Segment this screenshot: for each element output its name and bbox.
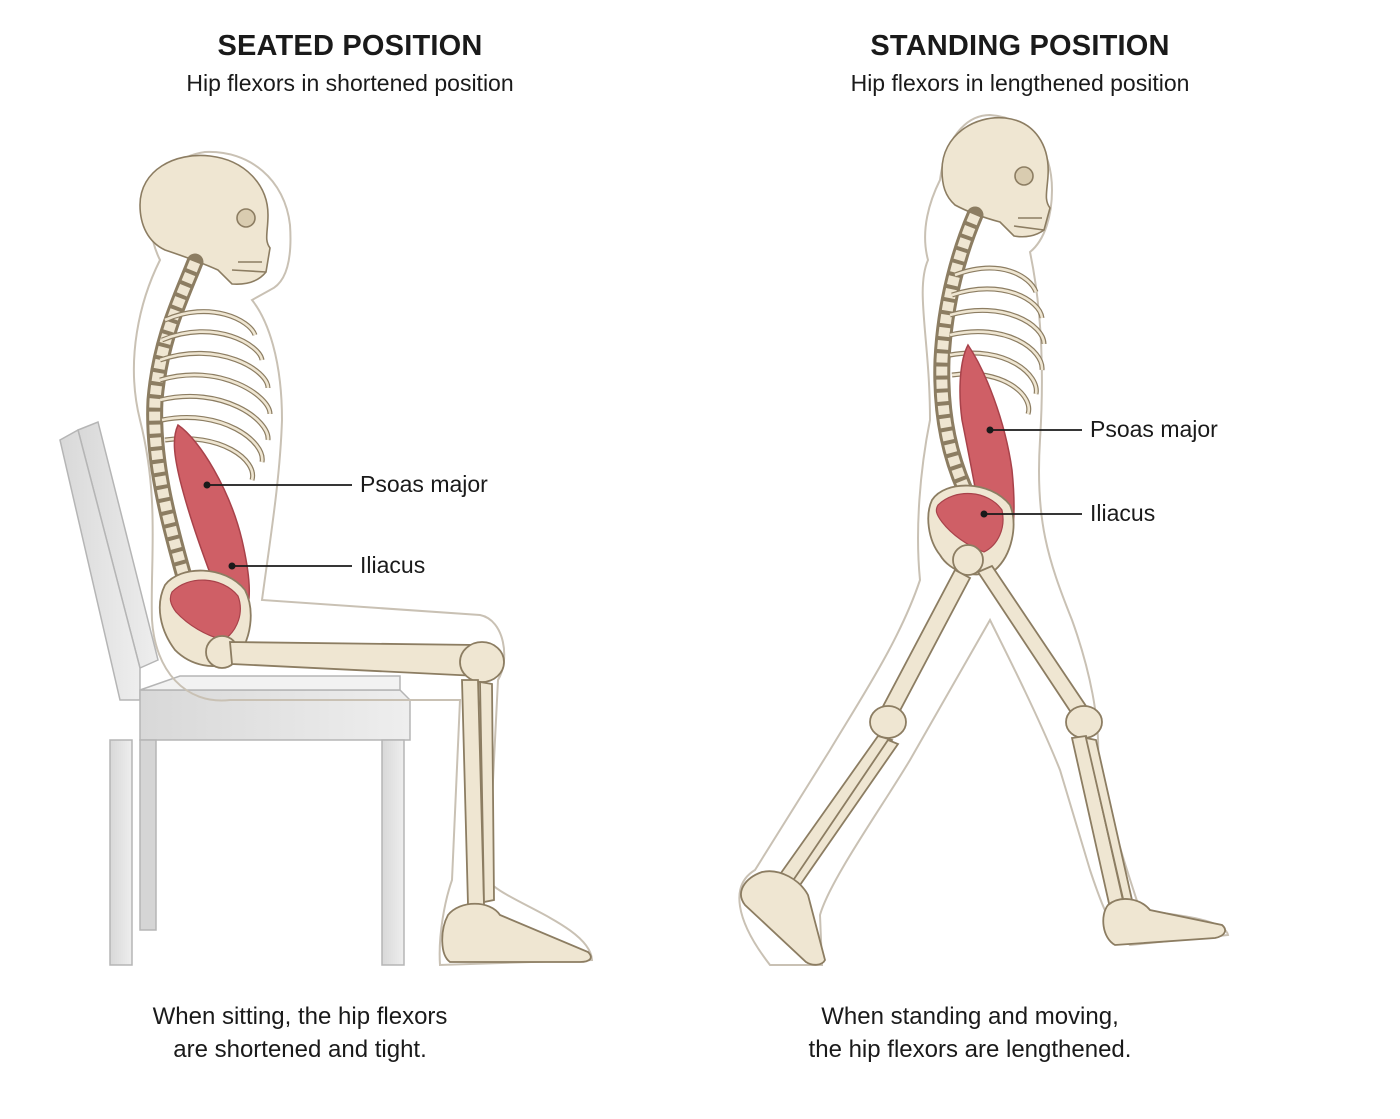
seated-title: SEATED POSITION: [217, 30, 483, 62]
standing-caption-line1: When standing and moving,: [821, 1003, 1119, 1030]
standing-figure: [738, 113, 1230, 966]
seated-caption-line1: When sitting, the hip flexors: [152, 1003, 448, 1030]
seated-skull: [139, 154, 271, 285]
standing-caption-line2: the hip flexors are lengthened.: [808, 1036, 1132, 1063]
seated-body-outline: [132, 150, 594, 967]
seated-caption: When sitting, the hip flexors are shorte…: [100, 1000, 500, 1066]
seated-leader-lines: [203, 481, 352, 570]
seated-label-iliacus: Iliacus: [360, 552, 426, 578]
seated-label-psoas: Psoas major: [360, 471, 488, 497]
standing-caption: When standing and moving, the hip flexor…: [770, 1000, 1170, 1066]
standing-iliacus-muscle: [935, 493, 1004, 553]
standing-skull: [941, 116, 1051, 238]
seated-caption-line2: are shortened and tight.: [173, 1036, 427, 1063]
seated-subtitle: Hip flexors in shortened position: [186, 70, 514, 96]
seated-figure: [59, 150, 594, 967]
standing-body-outline: [738, 113, 1230, 966]
standing-title: STANDING POSITION: [870, 30, 1170, 62]
chair: [59, 420, 411, 966]
standing-leg-bones: [740, 544, 1226, 966]
standing-subtitle: Hip flexors in lengthened position: [850, 70, 1190, 96]
standing-label-psoas: Psoas major: [1090, 416, 1218, 442]
seated-leg-bones: [205, 635, 592, 963]
standing-leader-lines: [980, 426, 1082, 518]
standing-label-iliacus: Iliacus: [1090, 500, 1156, 526]
